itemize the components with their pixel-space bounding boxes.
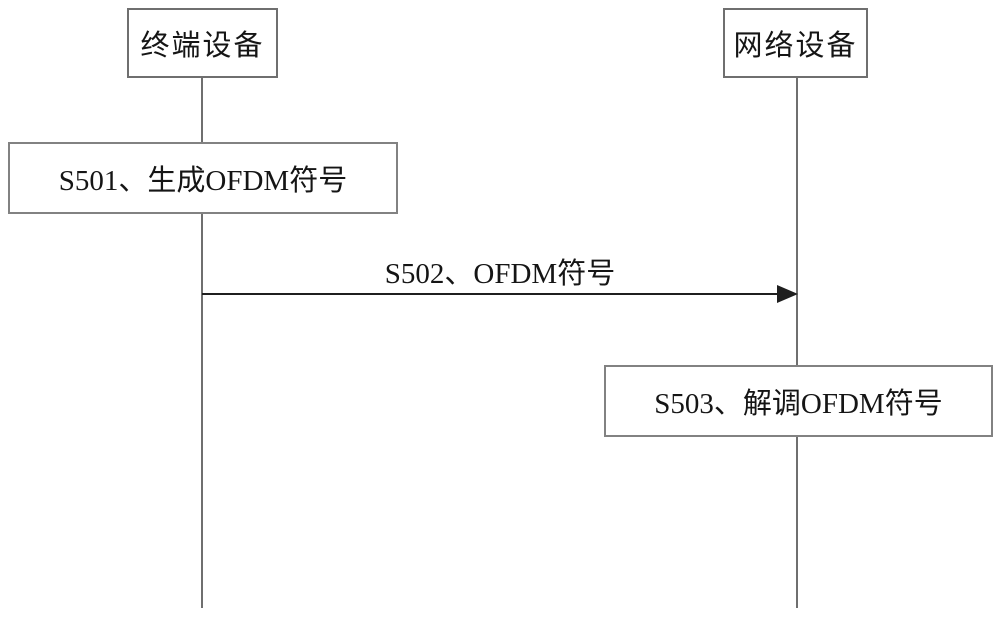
- step-label-s503: S503、解调OFDM符号: [654, 388, 943, 420]
- lifeline-terminal-device: [201, 77, 203, 608]
- actor-box-terminal-device: 终端设备: [127, 8, 278, 78]
- message-arrow-line: [202, 293, 784, 295]
- message-label-s502-ofdm-symbol: S502、OFDM符号: [384, 258, 616, 290]
- message-arrowhead-icon: [777, 285, 798, 303]
- lifeline-network-device: [796, 77, 798, 608]
- actor-label-network-device: 网络设备: [733, 30, 858, 62]
- step-box-s501-generate-ofdm-symbol: S501、生成OFDM符号: [8, 142, 398, 214]
- step-label-s501: S501、生成OFDM符号: [58, 165, 348, 197]
- step-box-s503-demodulate-ofdm-symbol: S503、解调OFDM符号: [604, 365, 993, 437]
- actor-label-terminal-device: 终端设备: [140, 30, 265, 62]
- actor-box-network-device: 网络设备: [723, 8, 868, 78]
